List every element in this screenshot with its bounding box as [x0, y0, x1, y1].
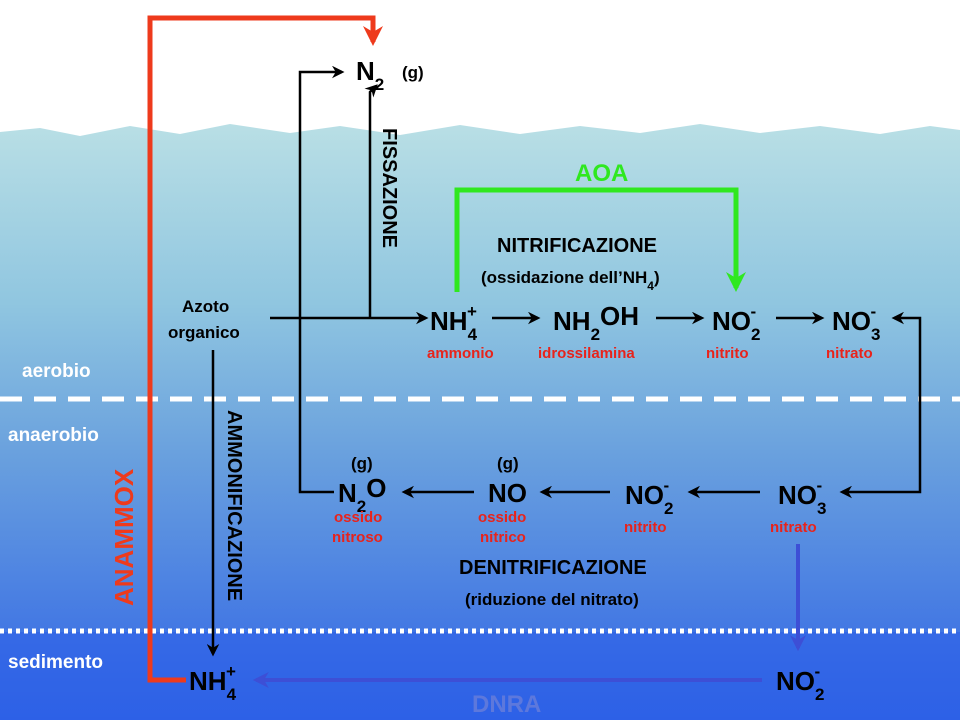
zone-label-anaerobic: anaerobio — [8, 425, 99, 446]
no2-name: nitrito — [706, 345, 749, 362]
no-state: (g) — [497, 454, 519, 473]
n2o-name-line2: nitroso — [332, 529, 383, 546]
nh2oh-name: idrossilamina — [538, 345, 635, 362]
nh2oh-formula: NH2OH — [553, 301, 639, 344]
zone-label-aerobic: aerobio — [22, 361, 91, 382]
anammox-arrow — [147, 15, 383, 683]
no-formula: NO — [488, 478, 527, 508]
water-body — [0, 124, 960, 720]
nitrification-subtitle: (ossidazione dell’NH4) — [481, 268, 660, 293]
no3-anaerobic-formula: NO3- — [778, 476, 826, 518]
no2-formula: NO2- — [712, 302, 760, 344]
aoa-label: AOA — [575, 160, 628, 187]
n2o-to-n2-arrow — [298, 65, 345, 494]
zone-label-sediment: sedimento — [8, 652, 103, 673]
nh4-name: ammonio — [427, 345, 494, 362]
n2-formula: N2 — [356, 56, 384, 94]
no3-anaerobic-name: nitrato — [770, 519, 817, 536]
nh4-formula: NH4+ — [430, 302, 478, 344]
fixation-arrow — [364, 84, 378, 318]
denitrification-subtitle: (riduzione del nitrato) — [465, 590, 639, 609]
fixation-label: FISSAZIONE — [378, 128, 400, 248]
denitrification-title: DENITRIFICAZIONE — [459, 557, 647, 579]
aoa-arrow — [454, 187, 746, 292]
organic-nitrogen-line2: organico — [168, 323, 240, 342]
n2-state: (g) — [402, 63, 424, 82]
no2-anaerobic-name: nitrito — [624, 519, 667, 536]
n2o-formula: N2O — [338, 473, 386, 516]
anammox-label: ANAMMOX — [109, 468, 139, 606]
n2o-state: (g) — [351, 454, 373, 473]
no2-sediment-formula: NO2- — [776, 662, 824, 704]
no2-anaerobic-formula: NO2- — [625, 476, 673, 518]
ammonification-label: AMMONIFICAZIONE — [223, 410, 245, 601]
dnra-label: DNRA — [472, 691, 541, 718]
no3-exchange-arrow — [839, 311, 922, 499]
nitrification-title: NITRIFICAZIONE — [497, 235, 657, 257]
no3-name: nitrato — [826, 345, 873, 362]
n2o-name-line1: ossido — [334, 509, 382, 526]
no-name-line2: nitrico — [480, 529, 526, 546]
organic-nitrogen-line1: Azoto — [182, 297, 229, 316]
nh4-sediment-formula: NH4+ — [189, 662, 237, 704]
no-name-line1: ossido — [478, 509, 526, 526]
